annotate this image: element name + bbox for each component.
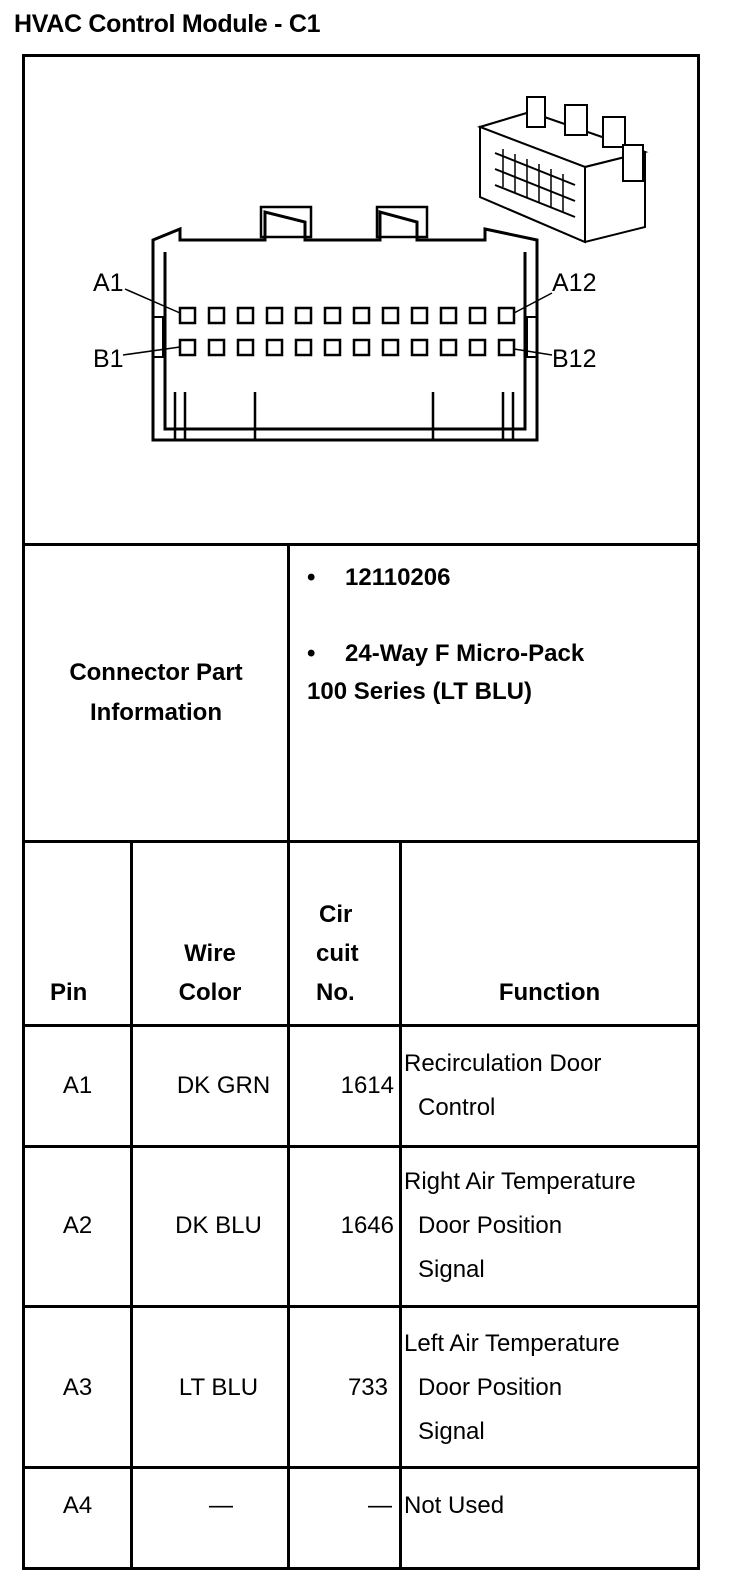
cell-pin: A2 (62, 1212, 93, 1239)
cell-function: Not Used (404, 1484, 504, 1528)
cell-pin: A1 (62, 1072, 93, 1099)
leader-lines (122, 288, 553, 356)
pin-row-a (178, 306, 516, 325)
connector-table-frame (22, 54, 700, 1570)
cell-function: Right Air Temperature Door Position Sign… (404, 1160, 636, 1292)
label-line: Information (89, 699, 222, 726)
cell-circuit: 1614 (340, 1072, 394, 1099)
function-line: Signal (418, 1256, 485, 1283)
pin-label-b12: B12 (552, 345, 596, 373)
pin-label-b1: B1 (93, 345, 124, 373)
cell-function: Recirculation Door Control (404, 1042, 601, 1130)
pin-row-b (178, 338, 516, 357)
description-line: 24-Way F Micro-Pack (345, 640, 585, 667)
bullet: • (307, 564, 316, 591)
header-line: Color (178, 979, 242, 1006)
divider (22, 1466, 700, 1469)
header-line: Wire (184, 940, 236, 967)
divider (22, 1145, 700, 1148)
cell-wire-color: DK BLU (175, 1212, 262, 1239)
divider (22, 1305, 700, 1308)
cell-wire-color: LT BLU (178, 1374, 259, 1401)
header-wire-color: Wire Color (133, 934, 287, 1012)
connector-face (151, 205, 539, 442)
header-function: Function (498, 979, 601, 1006)
header-line: Cir (319, 901, 353, 928)
function-line: Right Air Temperature (404, 1168, 636, 1195)
header-line: No. (316, 979, 355, 1006)
cell-circuit: — (368, 1492, 392, 1519)
function-line: Recirculation Door (404, 1050, 602, 1077)
column-divider (399, 840, 402, 1570)
cell-pin: A3 (62, 1374, 93, 1401)
function-line: Not Used (404, 1492, 505, 1519)
description-line: 100 Series (LT BLU) (307, 678, 532, 705)
column-divider (130, 840, 133, 1570)
part-number-item: • 12110206 (307, 559, 450, 597)
part-number: 12110206 (345, 564, 451, 591)
description-item: • 24-Way F Micro-Pack 100 Series (LT BLU) (307, 635, 584, 711)
divider (22, 1024, 700, 1027)
cell-circuit: 733 (347, 1374, 388, 1401)
page-title: HVAC Control Module - C1 (14, 10, 321, 38)
label-line: Connector Part (69, 659, 243, 686)
divider (22, 543, 700, 546)
pin-label-a12: A12 (552, 269, 596, 297)
cell-wire-color: — (209, 1492, 233, 1519)
divider (22, 840, 700, 843)
connector-part-info-label: Connector Part Information (25, 546, 287, 840)
bullet: • (307, 640, 316, 667)
function-line: Signal (418, 1418, 485, 1445)
cell-pin: A4 (62, 1492, 93, 1519)
cell-wire-color: DK GRN (176, 1072, 271, 1099)
pin-label-a1: A1 (93, 269, 124, 297)
cell-circuit: 1646 (340, 1212, 394, 1239)
connector-diagram: A1 B1 A12 B12 (93, 96, 649, 442)
header-line: cuit (316, 940, 359, 967)
column-divider (287, 543, 290, 1570)
function-line: Door Position (418, 1374, 563, 1401)
cell-function: Left Air Temperature Door Position Signa… (404, 1322, 620, 1454)
function-line: Control (418, 1094, 496, 1121)
connector-3d-view (476, 96, 649, 244)
header-circuit: Cir cuit No. (316, 895, 359, 1012)
function-line: Left Air Temperature (404, 1330, 620, 1357)
function-line: Door Position (418, 1212, 563, 1239)
header-pin: Pin (50, 979, 88, 1006)
